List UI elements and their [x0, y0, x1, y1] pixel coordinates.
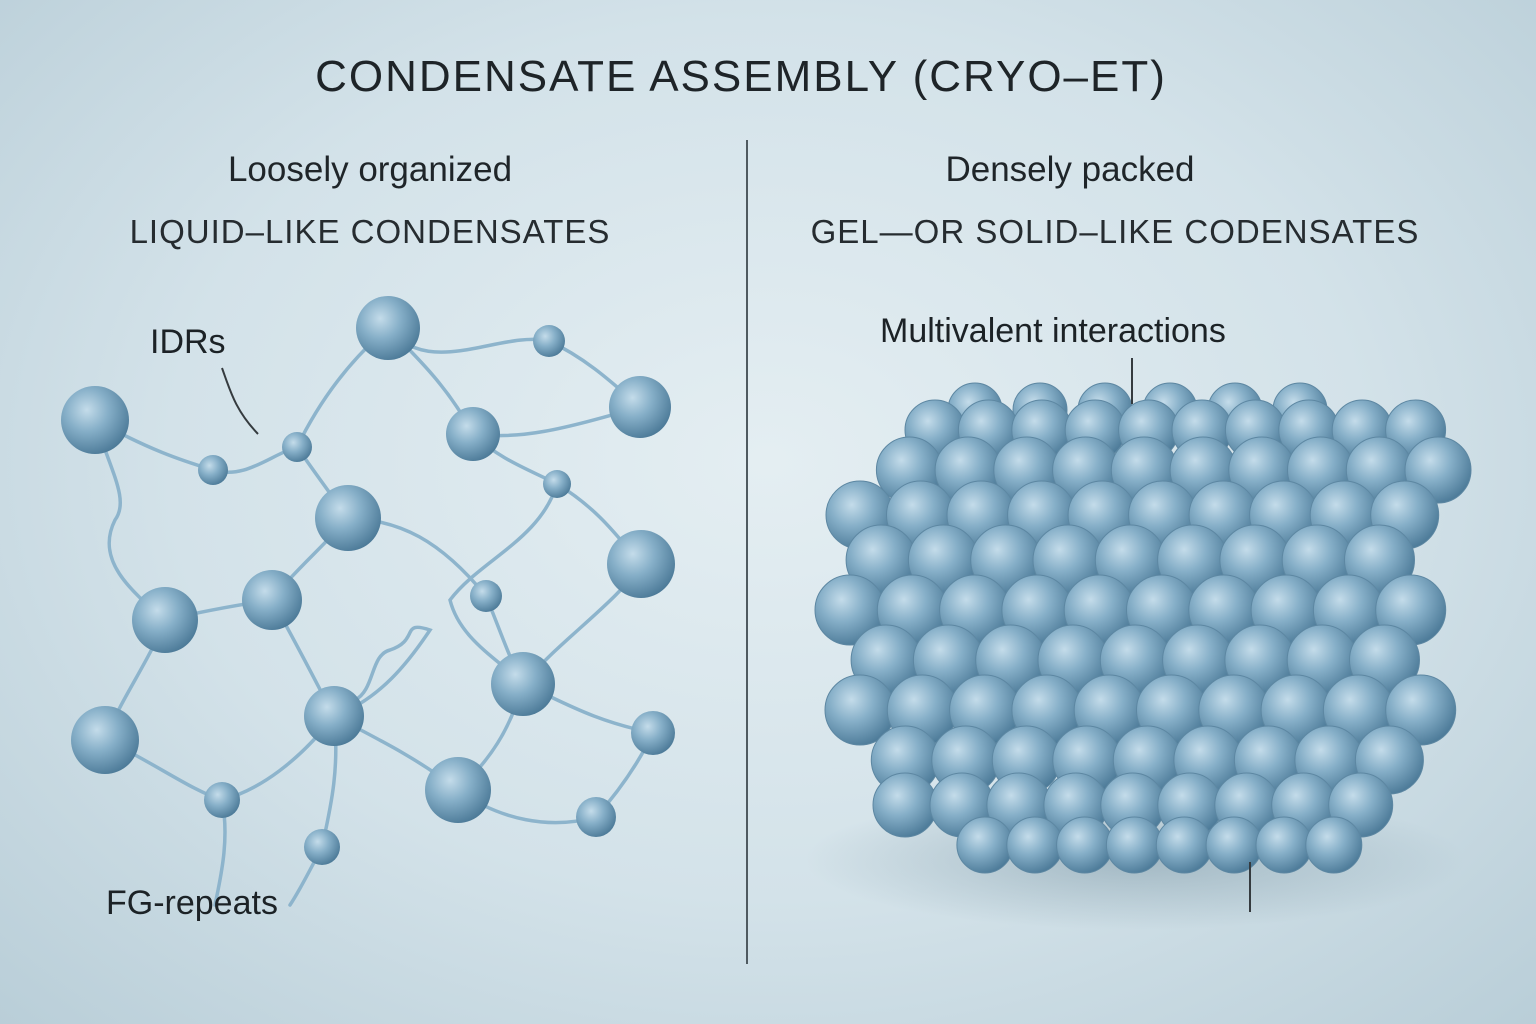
diagram-title: CONDENSATE ASSEMBLY (CRYO–ET)	[315, 52, 1167, 101]
protein-sphere	[533, 325, 565, 357]
left-subtitle: Loosely organized	[227, 150, 513, 189]
packed-protein-sphere	[1255, 816, 1313, 874]
protein-sphere	[198, 455, 228, 485]
protein-sphere	[470, 580, 502, 612]
packed-protein-sphere	[1105, 816, 1163, 874]
protein-sphere	[61, 386, 129, 454]
packed-protein-sphere	[1155, 816, 1213, 874]
protein-sphere	[242, 570, 302, 630]
protein-sphere	[132, 587, 198, 653]
idrs-pointer	[221, 367, 259, 435]
idrs-label: IDRs	[150, 323, 226, 361]
protein-sphere	[607, 530, 675, 598]
fg-repeats-label: FG-repeats	[106, 884, 278, 922]
protein-sphere	[609, 376, 671, 438]
panel-divider	[746, 140, 748, 964]
protein-sphere	[71, 706, 139, 774]
protein-sphere	[425, 757, 491, 823]
packed-protein-sphere	[1205, 816, 1263, 874]
packed-protein-sphere	[872, 772, 938, 838]
packed-protein-sphere	[1385, 674, 1457, 746]
protein-sphere	[631, 711, 675, 755]
protein-sphere	[446, 407, 500, 461]
dense-condensate-spheres	[814, 382, 1472, 874]
protein-sphere	[315, 485, 381, 551]
multivalent-interactions-label: Multivalent interactions	[880, 312, 1226, 350]
protein-sphere	[304, 686, 364, 746]
right-heading: GEL—OR SOLID–LIKE CODENSATES	[810, 213, 1420, 250]
protein-sphere	[204, 782, 240, 818]
left-heading: LIQUID–LIKE CONDENSATES	[129, 213, 611, 250]
packed-protein-sphere	[1056, 816, 1114, 874]
protein-sphere	[304, 829, 340, 865]
protein-sphere	[282, 432, 312, 462]
packed-protein-sphere	[1006, 816, 1064, 874]
protein-sphere	[491, 652, 555, 716]
liquid-condensate-spheres	[61, 296, 675, 865]
packed-protein-sphere	[1305, 816, 1363, 874]
protein-sphere	[543, 470, 571, 498]
protein-sphere	[576, 797, 616, 837]
packed-protein-sphere	[956, 816, 1014, 874]
right-subtitle: Densely packed	[945, 150, 1195, 189]
protein-sphere	[356, 296, 420, 360]
